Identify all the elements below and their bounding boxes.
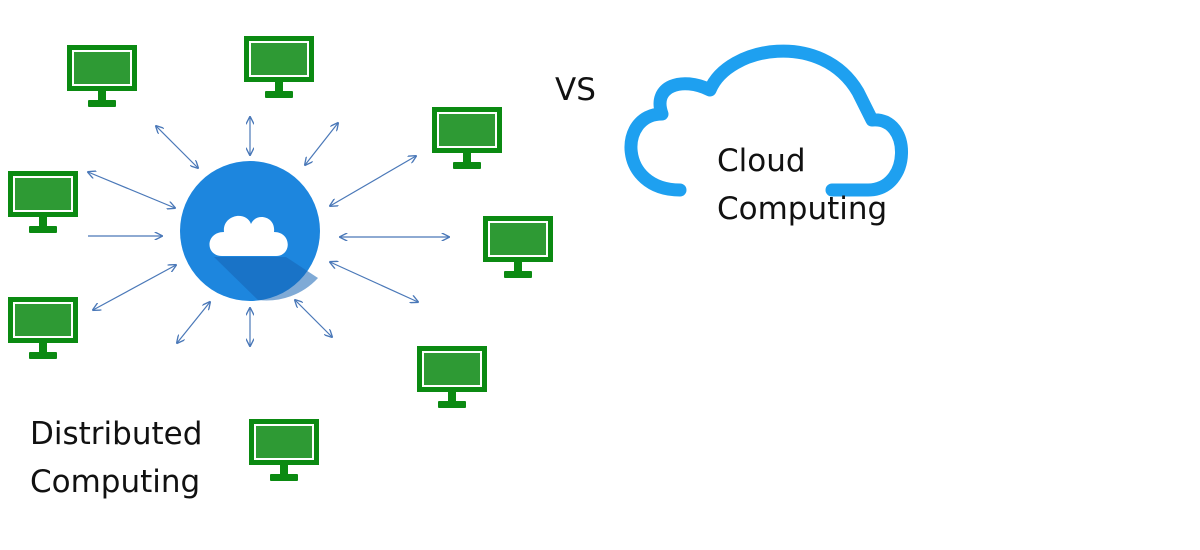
computer-icon (431, 106, 503, 170)
cloud-computing-label: Cloud Computing (717, 137, 887, 233)
computer-icon (7, 170, 79, 234)
arrow-upper-left (88, 172, 175, 208)
vs-label: VS (555, 72, 596, 108)
distributed-label-line2: Computing (30, 464, 201, 501)
cloud-label-line1: Cloud (717, 143, 806, 179)
arrow-top-right (305, 123, 338, 165)
computer-icon (7, 296, 79, 360)
arrow-lower-left (93, 265, 176, 310)
computer-icon (416, 345, 488, 409)
cloud-outline-icon (624, 44, 908, 197)
computer-icon (248, 418, 320, 482)
cloud-hub-icon (180, 161, 320, 301)
connection-arrows (88, 117, 449, 346)
arrow-top-left (156, 126, 198, 168)
arrow-bottom-left (177, 302, 210, 343)
cloud-label-line2: Computing (717, 191, 888, 228)
distributed-label-line1: Distributed (30, 416, 203, 452)
computer-icon (66, 44, 138, 108)
computer-icon (482, 215, 554, 279)
distributed-computing-label: Distributed Computing (30, 410, 202, 506)
arrow-lower-right (330, 262, 418, 302)
arrow-upper-right (330, 156, 416, 206)
computer-icon (243, 35, 315, 99)
arrow-bottom-right (295, 300, 332, 337)
